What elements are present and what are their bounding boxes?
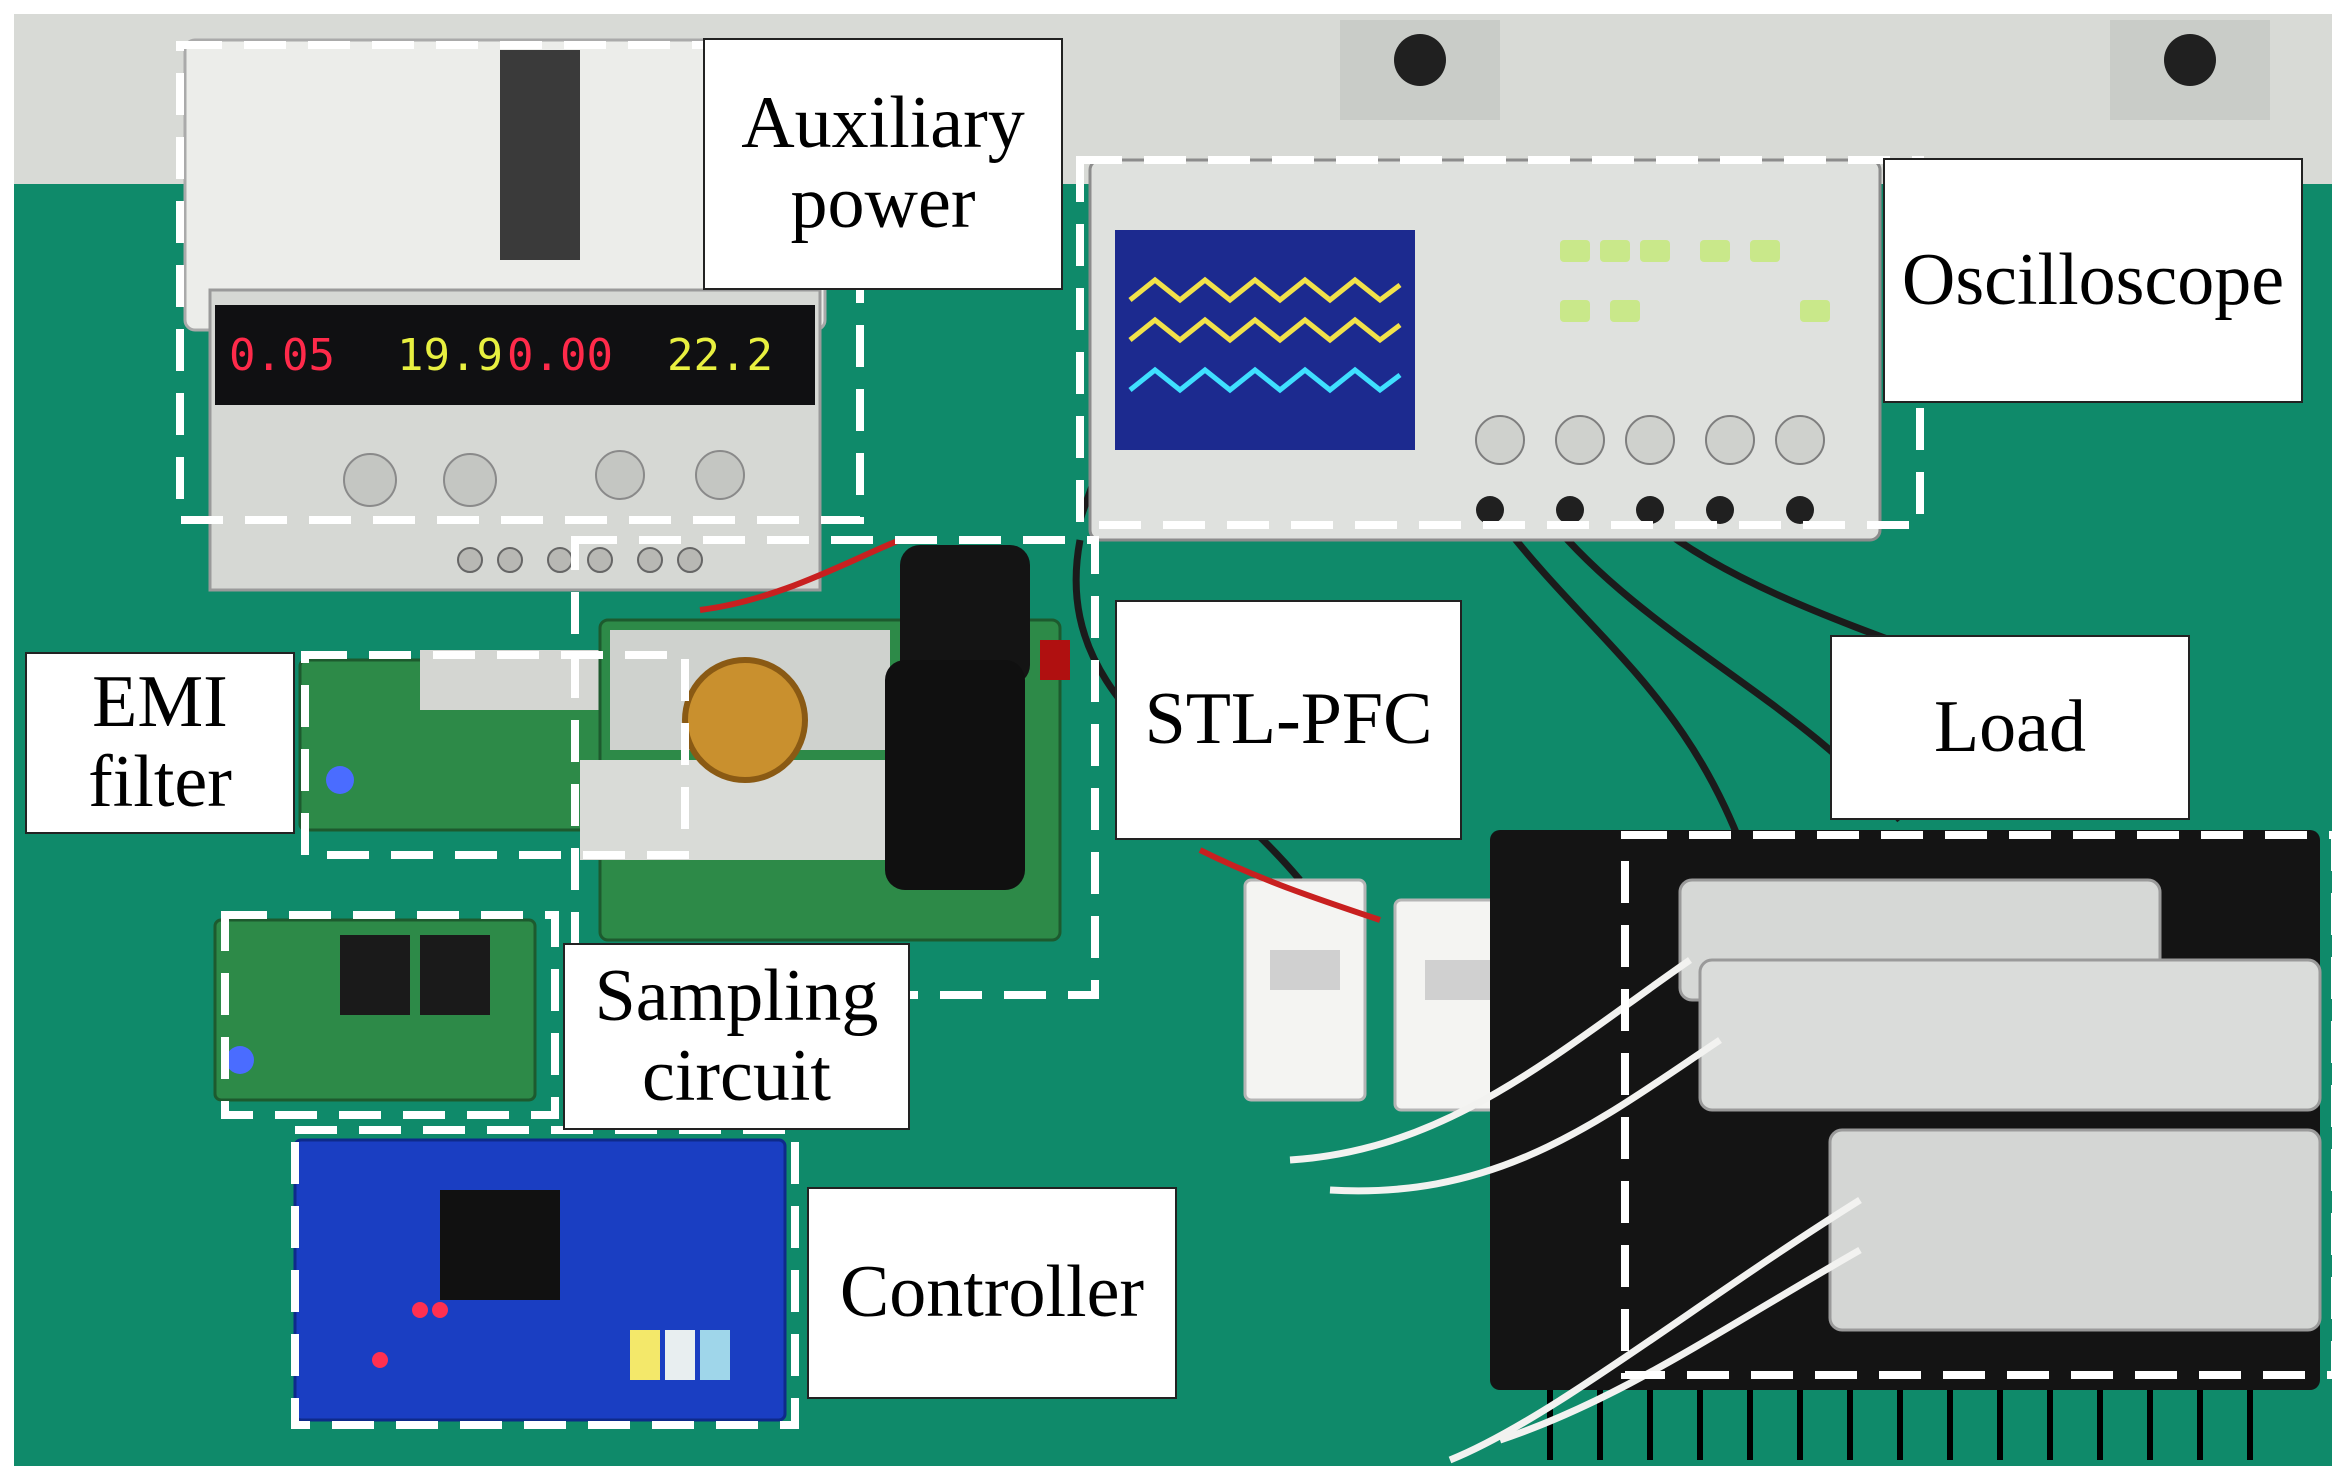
- label-line: Load: [1933, 685, 2087, 768]
- controller-board: [293, 1138, 787, 1422]
- controller-box: [291, 1126, 799, 1429]
- label-emi-filter: EMI filter: [25, 652, 295, 834]
- display-readout: 0.05: [229, 330, 335, 381]
- sampling-circuit-box: [221, 911, 559, 1119]
- label-load: Load: [1830, 635, 2190, 820]
- label-line: Controller: [839, 1251, 1145, 1334]
- label-oscilloscope: Oscilloscope: [1883, 158, 2303, 403]
- label-controller: Controller: [807, 1187, 1177, 1399]
- display-readout: 19.9: [397, 330, 503, 381]
- power-supply-display: [215, 305, 815, 405]
- load-resistor-bank: [1490, 830, 2322, 1460]
- sampling-circuit-board: [213, 918, 537, 1102]
- wall-socket-icon: [1394, 34, 1446, 86]
- label-sampling-circuit: Sampling circuit: [563, 943, 910, 1130]
- label-line: Auxiliary: [741, 82, 1025, 165]
- label-line: circuit: [641, 1034, 831, 1117]
- stl-pfc-board: [580, 545, 1070, 942]
- load-box: [1621, 831, 2339, 1379]
- display-readout: 22.2: [667, 330, 773, 381]
- label-line: Sampling: [594, 954, 879, 1037]
- label-line: EMI: [92, 661, 228, 744]
- oscilloscope: [1088, 158, 1882, 542]
- label-auxiliary-power: Auxiliary power: [703, 38, 1063, 290]
- label-line: STL-PFC: [1144, 678, 1433, 761]
- inductor-icon: [682, 657, 808, 783]
- emi-filter-box: [301, 651, 689, 859]
- oscilloscope-screen: [1115, 230, 1415, 450]
- wall-socket-icon: [2164, 34, 2216, 86]
- label-stl-pfc: STL-PFC: [1115, 600, 1462, 840]
- label-line: Oscilloscope: [1901, 238, 2285, 321]
- label-line: power: [790, 162, 976, 244]
- display-readout: 0.00: [507, 330, 613, 381]
- oscilloscope-box: [1076, 156, 1924, 529]
- label-line: filter: [88, 741, 232, 823]
